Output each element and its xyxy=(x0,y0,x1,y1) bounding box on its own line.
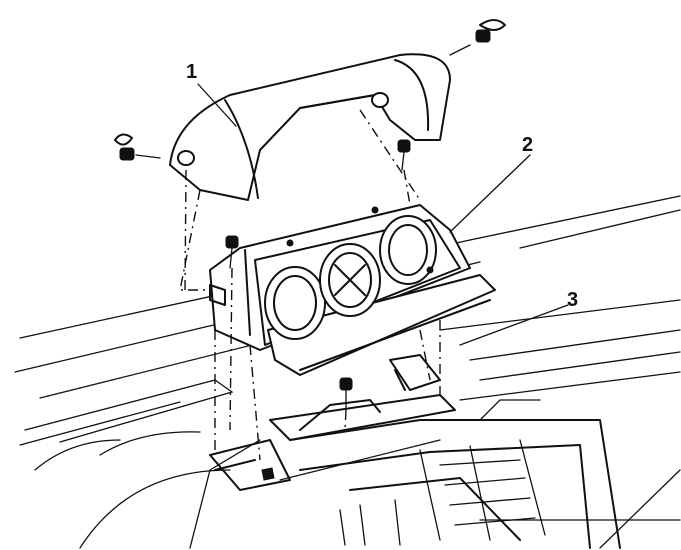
leader-lines xyxy=(197,83,569,346)
gauge-housing xyxy=(209,204,496,376)
callout-1: 1 xyxy=(186,61,198,83)
center-console xyxy=(289,399,621,549)
dashboard-outline xyxy=(14,195,681,549)
alignment-lines xyxy=(179,109,441,461)
mounting-bracket xyxy=(209,354,456,491)
upper-trim-cover xyxy=(169,53,451,201)
callout-2: 2 xyxy=(522,134,534,156)
callout-3: 3 xyxy=(567,289,579,311)
screws xyxy=(114,19,506,411)
